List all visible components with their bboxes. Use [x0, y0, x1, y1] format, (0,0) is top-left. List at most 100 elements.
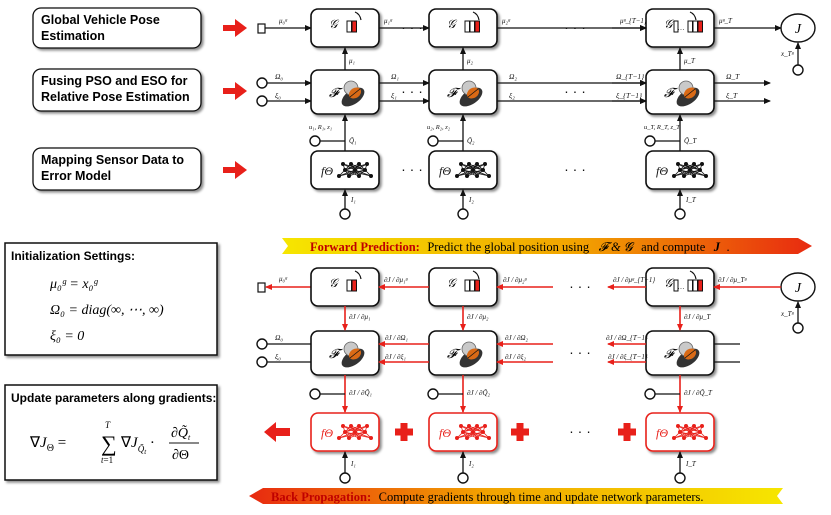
objective-symbol: J: [795, 22, 802, 37]
neuron: [676, 424, 680, 428]
g-function-icon: 𝒢: [447, 270, 480, 292]
neuron: [363, 168, 367, 172]
synapse: [338, 169, 366, 177]
xi-input-label: ξ₀: [275, 91, 281, 100]
neuron: [481, 430, 485, 434]
xi-label: ξ₂: [509, 91, 515, 100]
svg-text:∇JΘ =: ∇JΘ =: [29, 435, 66, 454]
grad-mu-label: ∂J / ∂μ₁: [349, 313, 370, 321]
target-label: x_Tᵍ: [780, 50, 795, 58]
neuron: [678, 168, 682, 172]
synapse: [338, 431, 366, 439]
image-label: I_T: [685, 460, 697, 468]
axis: [349, 88, 361, 98]
neural-net-icon: fΘ: [656, 424, 708, 440]
synapse: [677, 425, 701, 433]
plus-icon: [511, 423, 529, 441]
forward-banner-text: Forward Prediction: Predict the global p…: [310, 240, 730, 254]
pointer-curve: [472, 270, 480, 280]
neuron: [357, 424, 361, 428]
mu-g-label: μ₂ᵍ: [502, 17, 511, 25]
synapse: [689, 163, 703, 171]
neuron: [704, 436, 708, 440]
grad-mu-label: ∂J / ∂μ₂: [467, 313, 489, 321]
omega-label: Ω₂: [509, 72, 517, 81]
state-cell-active: [351, 20, 357, 33]
stage-label-global: Global Vehicle Pose Estimation: [32, 7, 202, 49]
image-label: I₁: [350, 196, 356, 204]
neuron: [455, 174, 459, 178]
init-eq-mu: μ₀ᵍ = x₀ᵍ: [49, 277, 98, 292]
state-cell: [346, 279, 352, 292]
omega-label: Ω_T: [726, 72, 740, 81]
neuron: [365, 424, 369, 428]
neuron: [475, 162, 479, 166]
neuron: [461, 168, 465, 172]
axis: [349, 349, 361, 359]
measurement-label: u₁, R₁, z₁: [309, 124, 332, 131]
neuron: [461, 430, 465, 434]
state-cell: [673, 20, 679, 33]
measurement-node: [644, 135, 656, 147]
neuron: [682, 436, 686, 440]
neuron: [692, 162, 696, 166]
synapse: [472, 425, 486, 433]
xi-input-label: ξ_{T−1}: [616, 91, 642, 100]
mu-input-label: μ₀ᵍ: [279, 275, 288, 283]
xi-input-label: ξ₀: [275, 352, 281, 361]
red-arrow-icon: [223, 161, 247, 179]
g-symbol: 𝒢: [664, 17, 675, 31]
synapse: [462, 425, 486, 433]
f-theta-symbol: fΘ: [656, 426, 668, 440]
synapse: [460, 425, 474, 433]
neuron: [357, 162, 361, 166]
neuron: [455, 436, 459, 440]
neuron: [465, 174, 469, 178]
omega-input-label: Ω_{T−1}: [616, 72, 644, 81]
svg-text:∂Q̃t: ∂Q̃t: [171, 425, 191, 442]
plus-icon: [618, 423, 636, 441]
f-function-icon: 𝓕: [664, 341, 700, 368]
pointer-curve: [354, 11, 362, 21]
neuron: [341, 424, 345, 428]
state-cell: [673, 279, 679, 292]
synapse: [673, 169, 701, 177]
omega-input-node: [256, 77, 268, 89]
red-left-arrow-icon: [264, 422, 290, 442]
image-node: [339, 472, 351, 484]
gradient-formula: ∇JΘ = ∑ T t=1 ∇JQ̃t · ∂Q̃t ∂Θ: [29, 420, 199, 465]
neuron: [682, 174, 686, 178]
xi-label: ξ₁: [391, 91, 397, 100]
synapse: [689, 425, 703, 433]
neuron: [357, 436, 361, 440]
svg-text:t=1: t=1: [101, 455, 113, 465]
g-symbol: 𝒢: [664, 276, 675, 290]
neuron: [698, 430, 702, 434]
state-cell: [464, 20, 470, 33]
synapse: [677, 425, 691, 433]
synapse: [472, 163, 486, 171]
state-cell: [469, 279, 475, 292]
neuron: [483, 162, 487, 166]
forward-banner: Forward Prediction: Predict the global p…: [282, 238, 812, 254]
mu-local-label: μ₂: [467, 57, 474, 65]
synapse: [685, 163, 701, 171]
omega-input-node: [256, 338, 268, 350]
pointer-curve: [472, 11, 480, 21]
synapse: [466, 169, 484, 177]
image-label: I_T: [685, 196, 697, 204]
initialization-box: Initialization Settings: μ₀ᵍ = x₀ᵍ Ω₀ = …: [4, 242, 218, 356]
synapse: [342, 425, 366, 433]
ellipsis: · · ·: [569, 344, 591, 360]
f-theta-symbol: fΘ: [439, 164, 451, 178]
grad-xi-label: ∂J / ∂ξ₁: [385, 353, 406, 361]
q-label: Q̃₁: [349, 137, 357, 145]
g-node-box: [310, 8, 380, 48]
grad-omega-label: ∂J / ∂Ω_{T−1}: [606, 334, 648, 342]
image-node: [674, 208, 686, 220]
ellipsis: · · ·: [564, 83, 586, 99]
synapse: [354, 169, 372, 177]
image-label: I₂: [468, 196, 474, 204]
grad-top-label: ∂J / ∂μ_Tᵍ: [718, 276, 747, 284]
